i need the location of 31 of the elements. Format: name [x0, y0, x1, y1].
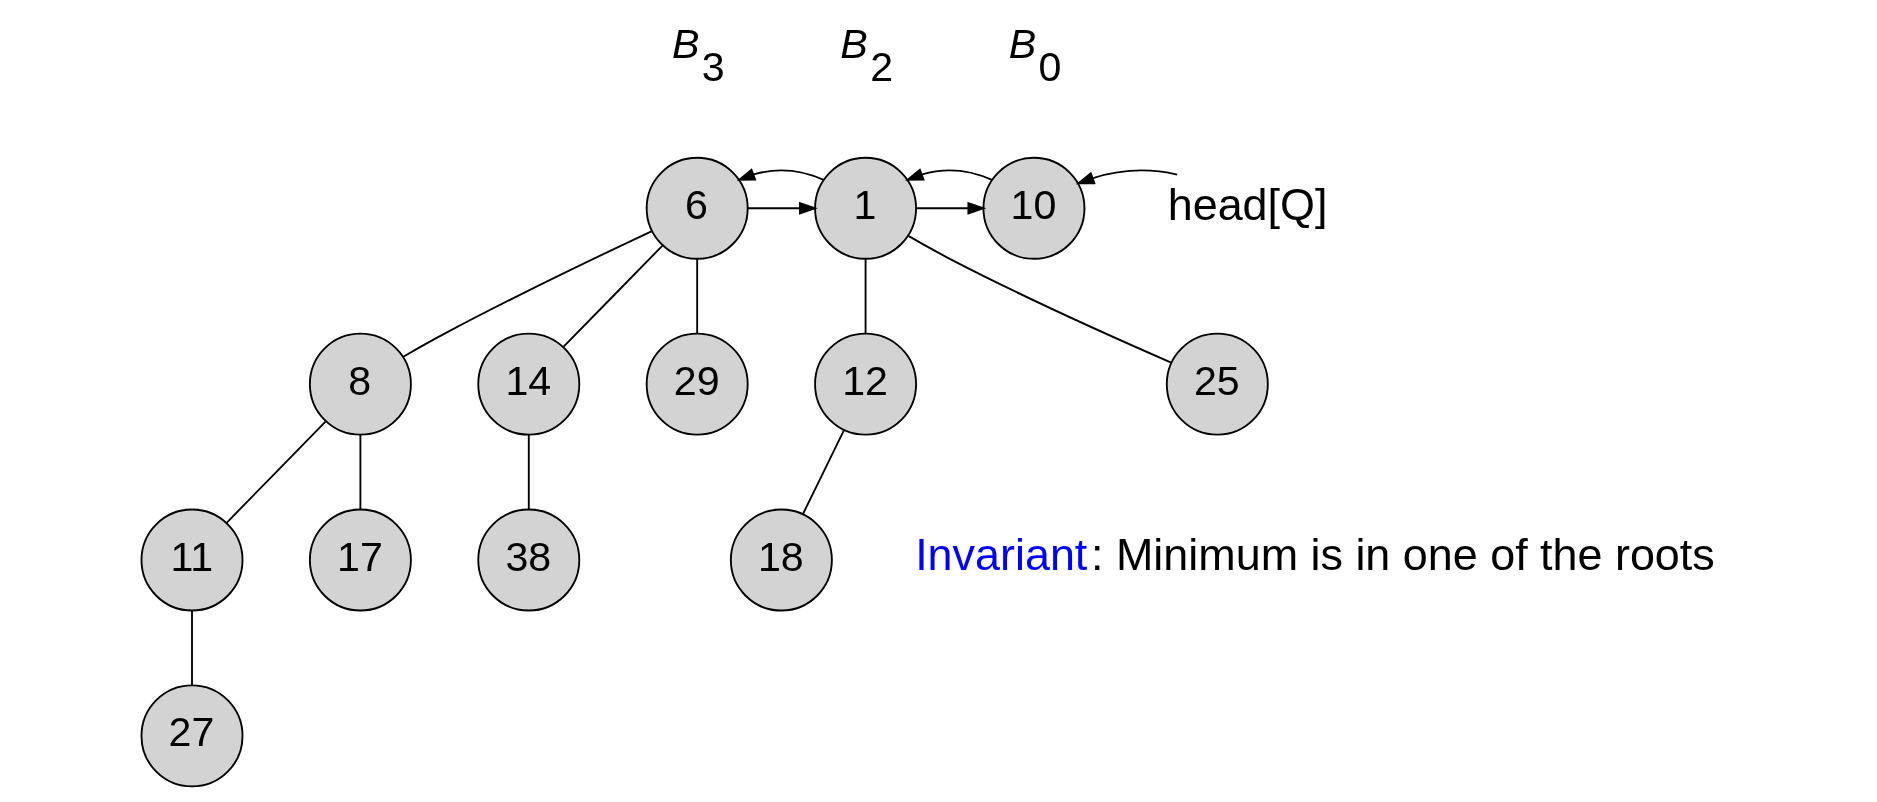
arrow: [914, 201, 986, 215]
node-circle: 27: [140, 684, 243, 788]
connector: [527, 433, 530, 511]
node-circle: 10: [982, 156, 1085, 260]
arrow: [904, 168, 993, 181]
node-circle: 1: [813, 156, 917, 260]
node-circle: 38: [476, 508, 580, 612]
node-text: head[Q]: [1167, 178, 1327, 230]
connector: [562, 244, 663, 348]
node-circle: 11: [140, 508, 243, 612]
node-circle: 29: [645, 332, 749, 436]
node-circle: 25: [1165, 332, 1269, 436]
node-circle: 8: [308, 332, 412, 436]
connector: [402, 230, 653, 358]
node-circle: 6: [645, 156, 749, 260]
label: : Minimum is in one of the roots: [1090, 528, 1715, 580]
connector: [695, 258, 698, 335]
node-circle: 12: [813, 332, 917, 436]
node-circle: 14: [476, 332, 580, 436]
arrow: [736, 168, 825, 181]
node-circle: 18: [729, 508, 833, 612]
connector: [190, 609, 193, 686]
connector: [864, 258, 866, 335]
connector: [801, 429, 845, 515]
arrow: [1075, 169, 1178, 185]
connector: [907, 235, 1172, 364]
node-circle: 17: [308, 508, 412, 612]
label: Invariant: [914, 528, 1087, 580]
arrow: [746, 201, 818, 215]
connector: [225, 420, 326, 524]
connector: [358, 433, 361, 511]
